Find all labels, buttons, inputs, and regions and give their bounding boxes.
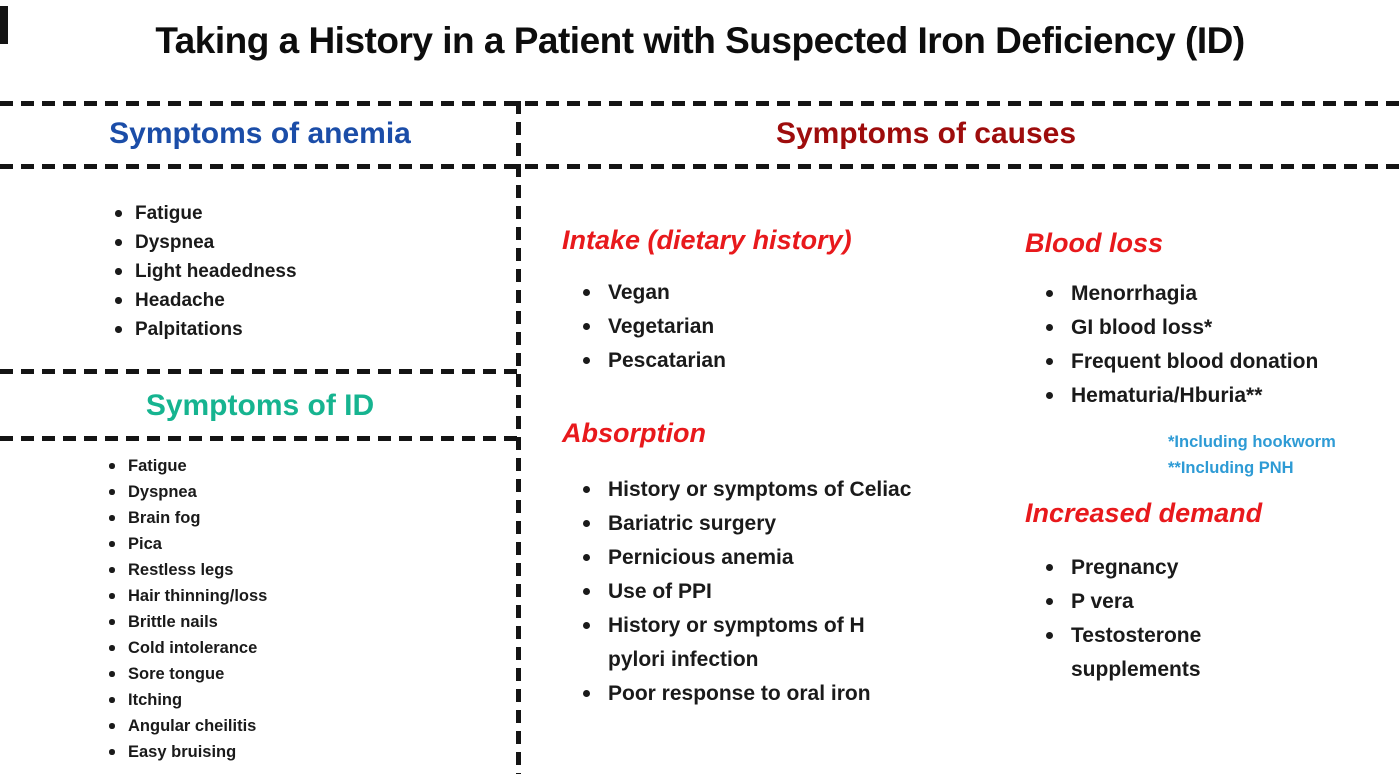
list-item: Pregnancy	[1043, 551, 1313, 585]
corner-dash-mark	[0, 6, 8, 44]
divider-top	[0, 101, 1400, 106]
list-item: Palpitations	[113, 315, 297, 344]
divider-under-headers	[0, 164, 1400, 169]
divider-vertical	[516, 101, 521, 774]
divider-under-id-header	[0, 436, 521, 441]
list-item: History or symptoms of H pylori infectio…	[580, 609, 980, 677]
list-item: Cold intolerance	[108, 635, 267, 661]
id-section-header: Symptoms of ID	[145, 389, 375, 422]
list-item: Brain fog	[108, 505, 267, 531]
blood-loss-subheader: Blood loss	[1025, 228, 1164, 258]
list-item: Hematuria/Hburia**	[1043, 379, 1318, 413]
list-item: Dyspnea	[108, 479, 267, 505]
list-item: Light headedness	[113, 257, 297, 286]
list-item: Dyspnea	[113, 228, 297, 257]
absorption-subheader: Absorption	[562, 418, 706, 448]
anemia-section-header: Symptoms of anemia	[109, 117, 411, 150]
list-item: Headache	[113, 286, 297, 315]
divider-above-id-header	[0, 369, 521, 374]
list-item: Pernicious anemia	[580, 541, 980, 575]
footnote-pnh: **Including PNH	[1168, 459, 1294, 477]
list-item: Poor response to oral iron	[580, 677, 980, 711]
list-item: Menorrhagia	[1043, 277, 1318, 311]
list-item: Easy bruising	[108, 739, 267, 765]
footnotes: *Including hookworm **Including PNH	[1168, 429, 1336, 481]
list-item: Pescatarian	[580, 344, 726, 378]
list-item: Use of PPI	[580, 575, 980, 609]
causes-section-header: Symptoms of causes	[775, 117, 1077, 150]
list-item: History or symptoms of Celiac	[580, 473, 980, 507]
page-title: Taking a History in a Patient with Suspe…	[155, 20, 1245, 61]
list-item: Fatigue	[113, 199, 297, 228]
list-item: GI blood loss*	[1043, 311, 1318, 345]
list-item: Frequent blood donation	[1043, 345, 1318, 379]
list-item: Pica	[108, 531, 267, 557]
list-item: Vegan	[580, 276, 726, 310]
list-item: Sore tongue	[108, 661, 267, 687]
list-item: Itching	[108, 687, 267, 713]
increased-demand-subheader: Increased demand	[1025, 498, 1263, 528]
list-item: Angular cheilitis	[108, 713, 267, 739]
list-item: Fatigue	[108, 453, 267, 479]
intake-subheader: Intake (dietary history)	[562, 225, 852, 255]
footnote-hookworm: *Including hookworm	[1168, 433, 1336, 451]
list-item: Brittle nails	[108, 609, 267, 635]
list-item: P vera	[1043, 585, 1313, 619]
list-item: Bariatric surgery	[580, 507, 980, 541]
list-item: Vegetarian	[580, 310, 726, 344]
list-item: Hair thinning/loss	[108, 583, 267, 609]
list-item: Restless legs	[108, 557, 267, 583]
list-item: Testosterone supplements	[1043, 619, 1313, 687]
